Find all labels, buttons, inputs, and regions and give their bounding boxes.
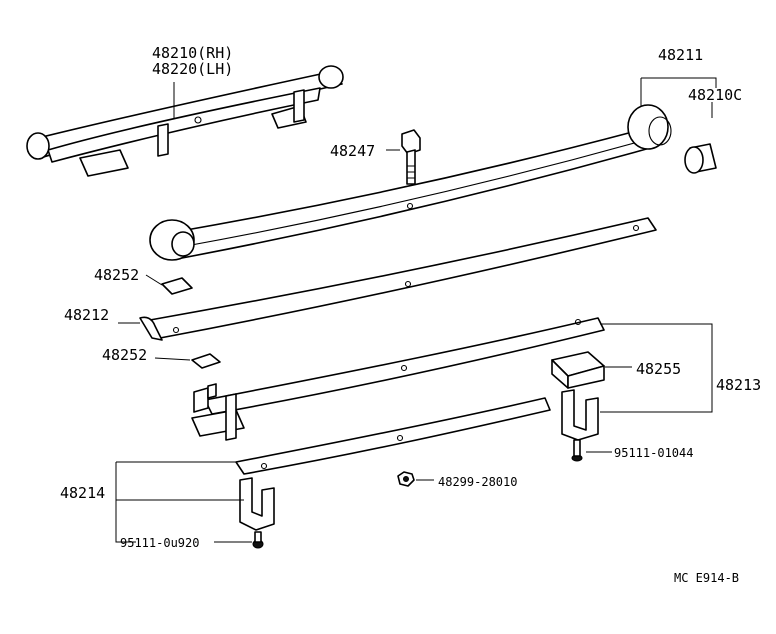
label-nut: 48299-28010 [438, 475, 517, 489]
label-insulator-upper: 48252 [94, 266, 139, 284]
label-assy-rh: 48210(RH) [152, 44, 233, 62]
bolt-95111-01044 [571, 439, 583, 462]
third-leaf [204, 317, 605, 415]
main-leaf-48211 [149, 104, 672, 261]
label-assy-lh: 48220(LH) [152, 60, 233, 78]
insulator-48252-upper [161, 277, 193, 295]
nut-48299-28010 [397, 471, 415, 487]
footer-code: MC E914-B [674, 571, 739, 585]
label-bolt-a: 95111-01044 [614, 446, 693, 460]
label-insulator-lower: 48252 [102, 346, 147, 364]
spacer-48255 [551, 351, 605, 389]
label-spacer: 48255 [636, 360, 681, 378]
bushing-48210c [684, 143, 717, 174]
label-bushing: 48210C [688, 86, 742, 104]
clip-block-left [191, 383, 245, 441]
center-bolt-48247 [401, 129, 421, 185]
u-clip-right [561, 389, 599, 441]
fourth-leaf-48214 [235, 397, 551, 475]
label-center-bolt: 48247 [330, 142, 375, 160]
insulator-48252-lower [191, 353, 221, 369]
label-bolt-b: 95111-0u920 [120, 536, 199, 550]
second-leaf-48212 [139, 217, 657, 341]
label-main-leaf: 48211 [658, 46, 703, 64]
label-second-leaf: 48212 [64, 306, 109, 324]
leaf-spring-assembly [26, 65, 344, 177]
label-fourth-leaf: 48214 [60, 484, 105, 502]
bolt-95111-0u920 [252, 531, 264, 549]
leader-lines [115, 77, 717, 543]
label-clip-group: 48213 [716, 376, 761, 394]
u-clip-lower [239, 477, 275, 531]
